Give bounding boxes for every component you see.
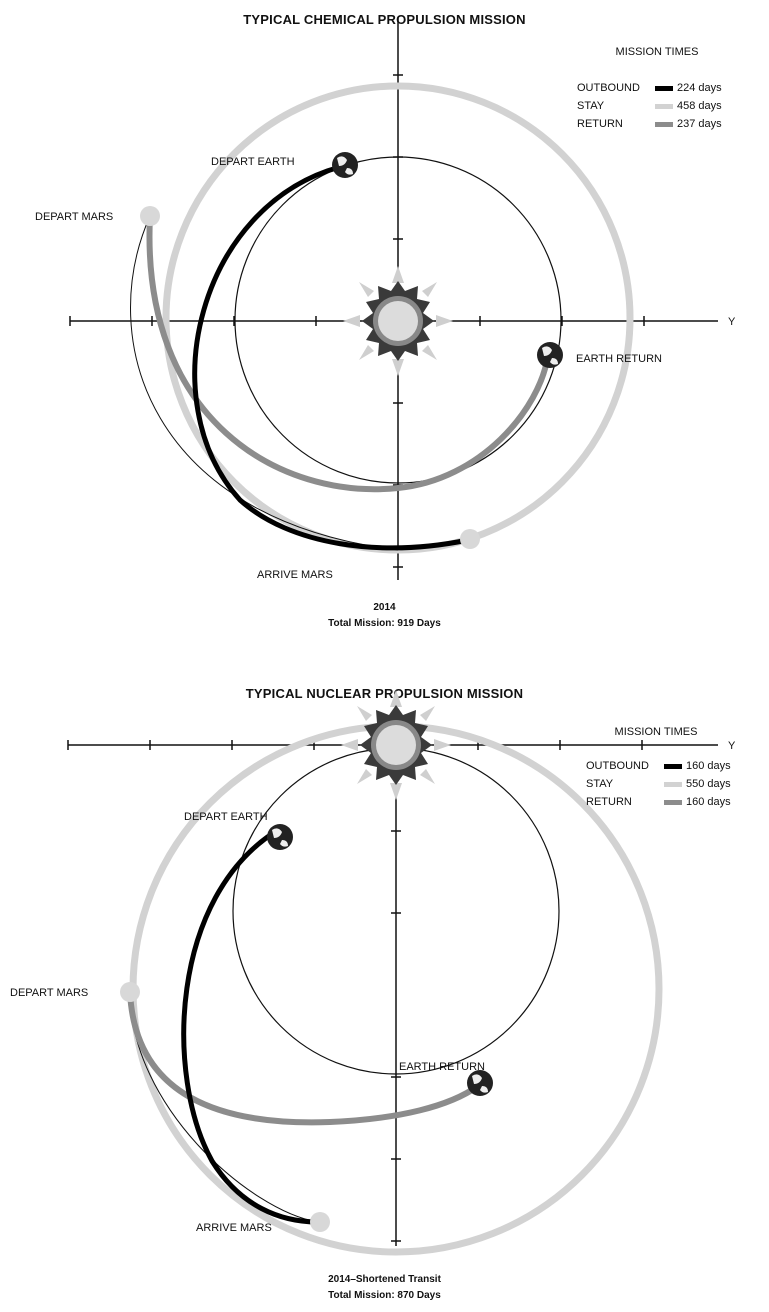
legend-label: OUTBOUND xyxy=(586,760,649,772)
label-arrive-mars: ARRIVE MARS xyxy=(257,569,333,581)
caption: 2014 Total Mission: 919 Days xyxy=(0,600,769,632)
outbound-path xyxy=(181,827,319,1225)
earth-return-icon xyxy=(537,342,563,368)
legend-value: 224 days xyxy=(677,82,722,94)
earth-return-icon xyxy=(467,1070,493,1096)
sun-icon xyxy=(341,690,451,800)
return-path xyxy=(146,215,551,493)
mars-depart-icon xyxy=(120,982,140,1002)
legend-row-return: RETURN 160 days xyxy=(586,794,769,810)
earth-orbit xyxy=(234,156,562,484)
legend-label: STAY xyxy=(577,100,605,112)
label-arrive-mars: ARRIVE MARS xyxy=(196,1222,272,1234)
earth-depart-icon xyxy=(267,824,293,850)
legend-swatch xyxy=(664,764,682,769)
label-depart-mars: DEPART MARS xyxy=(35,211,113,223)
caption-total: Total Mission: 870 Days xyxy=(328,1290,441,1301)
axis-label: Y xyxy=(728,316,736,328)
legend-row-outbound: OUTBOUND 224 days xyxy=(577,80,767,96)
legend-swatch xyxy=(655,86,673,91)
nuclear-orbit-diagram: Y xyxy=(10,690,736,1256)
legend-label: RETURN xyxy=(577,118,623,130)
axis-label: Y xyxy=(728,740,736,752)
label-depart-earth: DEPART EARTH xyxy=(211,156,295,168)
label-earth-return: EARTH RETURN xyxy=(576,353,662,365)
label-depart-earth: DEPART EARTH xyxy=(184,811,268,823)
legend-swatch xyxy=(655,104,673,109)
mars-depart-icon xyxy=(140,206,160,226)
panel-title: TYPICAL NUCLEAR PROPULSION MISSION xyxy=(245,686,524,701)
legend-swatch xyxy=(664,782,682,787)
chemical-mission-panel: TYPICAL CHEMICAL PROPULSION MISSION Y xyxy=(0,12,769,632)
legend-row-outbound: OUTBOUND 160 days xyxy=(586,758,769,774)
caption-year: 2014 xyxy=(373,602,396,613)
mars-arrive-icon xyxy=(460,529,480,549)
legend-row-stay: STAY 550 days xyxy=(586,776,769,792)
label-earth-return: EARTH RETURN xyxy=(399,1061,485,1073)
legend-title: MISSION TIMES xyxy=(615,46,699,58)
legend-value: 160 days xyxy=(686,760,731,772)
legend-row-stay: STAY 458 days xyxy=(577,98,767,114)
chemical-orbit-diagram: Y xyxy=(35,18,736,581)
legend-swatch xyxy=(664,800,682,805)
earth-depart-icon xyxy=(332,152,358,178)
reference-trajectory xyxy=(130,215,399,551)
mars-arrive-icon xyxy=(310,1212,330,1232)
legend-row-return: RETURN 237 days xyxy=(577,116,767,132)
return-path xyxy=(127,991,480,1126)
label-depart-mars: DEPART MARS xyxy=(10,987,88,999)
legend-title: MISSION TIMES xyxy=(614,726,698,738)
panel-title: TYPICAL CHEMICAL PROPULSION MISSION xyxy=(243,12,526,27)
nuclear-mission-panel: TYPICAL NUCLEAR PROPULSION MISSION Y xyxy=(0,656,769,1312)
caption-year: 2014–Shortened Transit xyxy=(328,1274,441,1285)
legend-label: OUTBOUND xyxy=(577,82,640,94)
legend-value: 160 days xyxy=(686,796,731,808)
outbound-path xyxy=(192,164,469,551)
legend-label: RETURN xyxy=(586,796,632,808)
caption-total: Total Mission: 919 Days xyxy=(328,618,441,629)
caption: 2014–Shortened Transit Total Mission: 87… xyxy=(0,1272,769,1304)
legend-value: 550 days xyxy=(686,778,731,790)
legend-swatch xyxy=(655,122,673,127)
legend-label: STAY xyxy=(586,778,614,790)
legend-value: 458 days xyxy=(677,100,722,112)
legend-value: 237 days xyxy=(677,118,722,130)
sun-icon xyxy=(343,266,453,376)
